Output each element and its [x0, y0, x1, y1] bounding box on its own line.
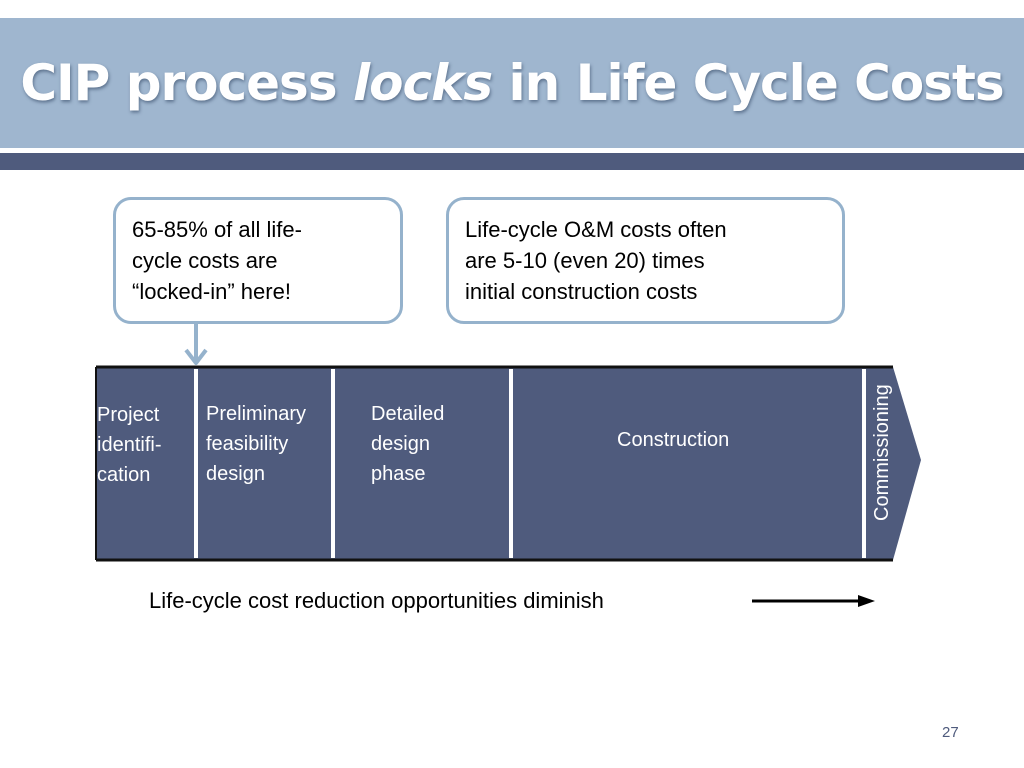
callout-om-costs: Life-cycle O&M costs often are 5-10 (eve… [446, 197, 845, 324]
bottom-caption: Life-cycle cost reduction opportunities … [149, 588, 604, 613]
phase-preliminary-line-3: design [206, 463, 265, 485]
title-text-start: CIP process [20, 54, 353, 112]
page-number: 27 [942, 724, 959, 741]
callout-left-line-1: 65-85% of all life- [132, 217, 302, 242]
phase-detailed-line-2: design [371, 433, 430, 455]
phase-project-label: Project identifi- cation [97, 400, 161, 490]
title-rule-thin [0, 148, 1024, 151]
title-band: CIP process locks in Life Cycle Costs [0, 18, 1024, 148]
title-rule-thick [0, 153, 1024, 170]
callout-right-line-2: are 5-10 (even 20) times [465, 248, 705, 273]
phase-construction-label: Construction [617, 429, 730, 451]
phase-project-line-2: identifi- [97, 434, 162, 456]
phase-detailed-label: Detailed design phase [371, 399, 444, 489]
callout-right-line-3: initial construction costs [465, 279, 698, 304]
callout-left-line-2: cycle costs are [132, 248, 278, 273]
callout-locked-in: 65-85% of all life- cycle costs are “loc… [113, 197, 403, 324]
phase-preliminary-label: Preliminary feasibility design [206, 399, 306, 489]
callout-left-line-3: “locked-in” here! [132, 279, 291, 304]
title-text-end: in Life Cycle Costs [492, 54, 1005, 112]
title-emphasis: locks [353, 54, 493, 112]
phase-preliminary-line-2: feasibility [206, 433, 289, 455]
callout-pointer-head [184, 348, 208, 365]
phase-detailed-line-1: Detailed [371, 403, 445, 425]
phase-project-line-3: cation [97, 464, 151, 486]
slide-title: CIP process locks in Life Cycle Costs [0, 54, 1024, 112]
phase-project-line-1: Project [97, 404, 160, 426]
phase-preliminary-line-1: Preliminary [206, 403, 307, 425]
callout-right-line-1: Life-cycle O&M costs often [465, 217, 727, 242]
phase-bar-chevron [882, 367, 921, 560]
phase-commissioning-label: Commissioning [871, 384, 893, 521]
diminish-arrow-head [858, 595, 875, 607]
phase-detailed-line-3: phase [371, 463, 426, 485]
